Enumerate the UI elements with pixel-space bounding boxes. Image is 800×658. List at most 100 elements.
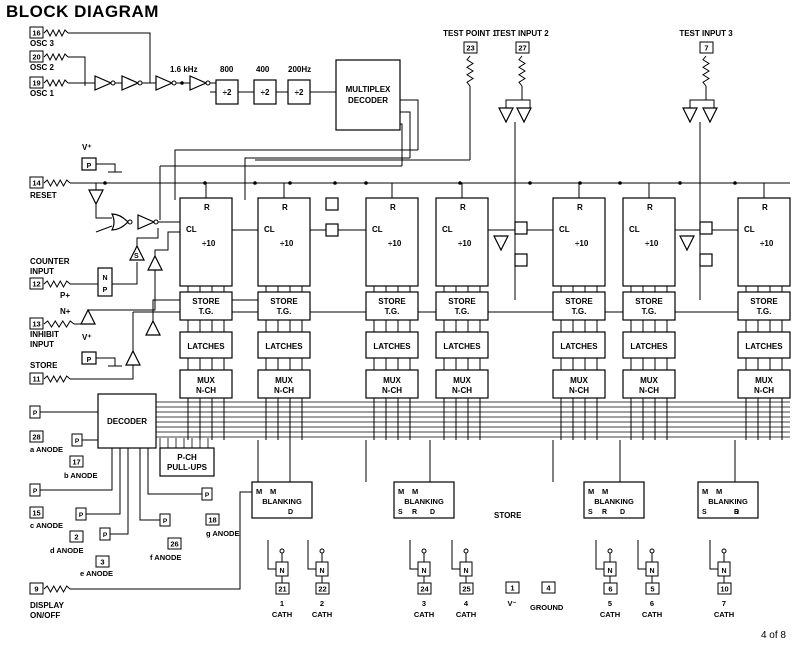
cath-number: 4 xyxy=(464,599,469,608)
store-tg-label-2: T.G. xyxy=(199,307,214,316)
cath-label: CATH xyxy=(414,610,434,619)
anode-label: e ANODE xyxy=(80,569,113,578)
n-letter: N xyxy=(319,568,324,575)
mux-nch-label-1: MUX xyxy=(640,376,658,385)
store-tg-label-2: T.G. xyxy=(757,307,772,316)
junction-dot xyxy=(288,181,292,185)
blanking-label: BLANKING xyxy=(594,497,634,506)
pin-label-input: INPUT xyxy=(30,340,54,349)
p-letter: P xyxy=(75,438,80,445)
pin-number: 4 xyxy=(546,584,551,593)
counter-cl-pin: CL xyxy=(372,225,383,234)
pin-number: 16 xyxy=(32,29,40,38)
decade-counter xyxy=(179,197,233,287)
n-transistor xyxy=(275,561,289,577)
divider-by-2 xyxy=(287,79,311,105)
counter-cl-pin: CL xyxy=(264,225,275,234)
anode-label: d ANODE xyxy=(50,546,83,555)
blanking-d: D xyxy=(620,509,625,516)
mux-nch xyxy=(552,369,606,399)
blanking-s: S xyxy=(398,509,403,516)
pin-test-input-3 xyxy=(699,41,714,54)
latches xyxy=(622,331,676,359)
buffer xyxy=(679,235,695,252)
mux-decoder-label-1: MULTIPLEX xyxy=(346,85,391,94)
cath-number: 5 xyxy=(608,599,612,608)
cath-number: 7 xyxy=(722,599,726,608)
n-letter: N xyxy=(463,568,468,575)
reset-buffer xyxy=(88,189,104,206)
blanking-r: R xyxy=(734,509,739,516)
pin-cath-3 xyxy=(417,582,432,595)
p-transistor xyxy=(159,513,171,527)
gate-square xyxy=(325,197,339,211)
decade-counter xyxy=(435,197,489,287)
pin-label-inhibit: INHIBIT xyxy=(30,330,59,339)
mux-nch xyxy=(365,369,419,399)
blanking-r: R xyxy=(412,509,417,516)
junction-dot xyxy=(528,181,532,185)
output-node xyxy=(279,548,285,554)
n-transistor xyxy=(717,561,731,577)
p-letter: P xyxy=(87,357,92,364)
cath-label: CATH xyxy=(714,610,734,619)
latches xyxy=(737,331,791,359)
blanking-d: D xyxy=(734,509,739,516)
mux-nch xyxy=(179,369,233,399)
p-letter: P xyxy=(79,512,84,519)
pin-label: RESET xyxy=(30,191,57,200)
freq-label-400: 400 xyxy=(256,65,270,74)
inverter xyxy=(137,214,156,230)
store-tg-label-1: STORE xyxy=(635,297,663,306)
pin-number: 23 xyxy=(466,44,474,53)
n-letter: N xyxy=(421,568,426,575)
n-letter: N xyxy=(649,568,654,575)
store-tg-label-1: STORE xyxy=(565,297,593,306)
pin-number: 28 xyxy=(32,433,40,442)
store-tg-label-1: STORE xyxy=(270,297,298,306)
mux-decoder-label-2: DECODER xyxy=(348,96,388,105)
page-number: 4 of 8 xyxy=(760,630,786,641)
resistor xyxy=(466,55,474,87)
mux-nch-label-2: N-CH xyxy=(452,386,472,395)
pin-number: 27 xyxy=(518,44,526,53)
mux-nch-label-1: MUX xyxy=(383,376,401,385)
counter-r-pin: R xyxy=(282,203,288,212)
cath-number: 6 xyxy=(650,599,654,608)
pin-number: 15 xyxy=(32,509,40,518)
buffer xyxy=(125,349,141,366)
p-transistor xyxy=(81,351,97,365)
decade-counter xyxy=(257,197,311,287)
counter-cl-pin: CL xyxy=(186,225,197,234)
resistor xyxy=(43,28,69,38)
pin-number: 10 xyxy=(720,585,728,594)
counter-cl-pin: CL xyxy=(442,225,453,234)
freq-label-200hz: 200Hz xyxy=(288,65,311,74)
divider-label: ÷2 xyxy=(295,88,304,97)
p-letter: P xyxy=(87,163,92,170)
counter-div10: ÷10 xyxy=(575,239,589,248)
pin-number: 5 xyxy=(650,585,654,594)
pin-number: 11 xyxy=(33,375,41,384)
pin-test-point-1 xyxy=(463,41,478,54)
store-tg-label-2: T.G. xyxy=(277,307,292,316)
mux-nch-label-2: N-CH xyxy=(274,386,294,395)
pin-number: 19 xyxy=(32,79,40,88)
junction-dot xyxy=(578,181,582,185)
mux-nch-label-2: N-CH xyxy=(754,386,774,395)
p-transistor xyxy=(29,405,41,419)
vplus-label: V⁺ xyxy=(82,333,92,342)
pin-c-anode xyxy=(29,506,44,519)
blanking-m: M xyxy=(412,487,418,496)
decoder-label: DECODER xyxy=(107,417,147,426)
junction-dot xyxy=(678,181,682,185)
store-tg-label-2: T.G. xyxy=(455,307,470,316)
buffer xyxy=(147,254,163,271)
vminus-label: V⁻ xyxy=(508,599,517,608)
pin-label: OSC 1 xyxy=(30,89,55,98)
n-transistor xyxy=(459,561,473,577)
pin-b-anode xyxy=(69,455,84,468)
p-letter: P xyxy=(33,410,38,417)
anode-label: b ANODE xyxy=(64,471,97,480)
